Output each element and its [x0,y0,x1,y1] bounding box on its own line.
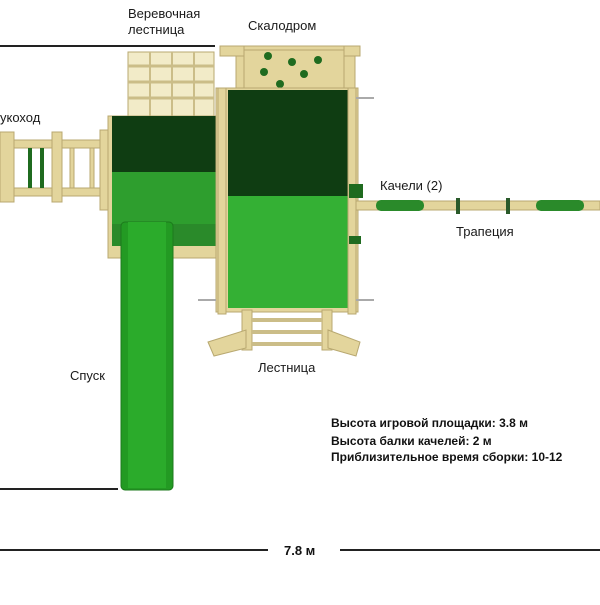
slide-label: Спуск [70,368,105,383]
swings-label: Качели (2) [380,178,443,193]
platform-height-spec: Высота игровой площадки: 3.8 м [331,416,529,430]
rope-ladder-label-2: лестница [128,22,185,37]
swing-beam [355,198,600,214]
assembly-time-spec: Приблизительное время сборки: 10-12 [331,450,563,464]
width-dimension-label: 7.8 м [284,543,316,558]
rope-ladder [127,51,215,119]
monkey-bars-label: укоход [0,110,41,125]
ladder-label: Лестница [258,360,316,375]
climbing-wall [219,45,361,93]
slide [120,221,174,491]
beam-height-spec: Высота балки качелей: 2 м [331,434,492,448]
main-tower [198,87,374,315]
trapeze-label: Трапеция [456,224,514,239]
monkey-bars [0,129,115,211]
climbing-wall-label: Скалодром [248,18,317,33]
ladder [207,309,361,357]
rope-ladder-label-1: Веревочная [128,6,201,21]
